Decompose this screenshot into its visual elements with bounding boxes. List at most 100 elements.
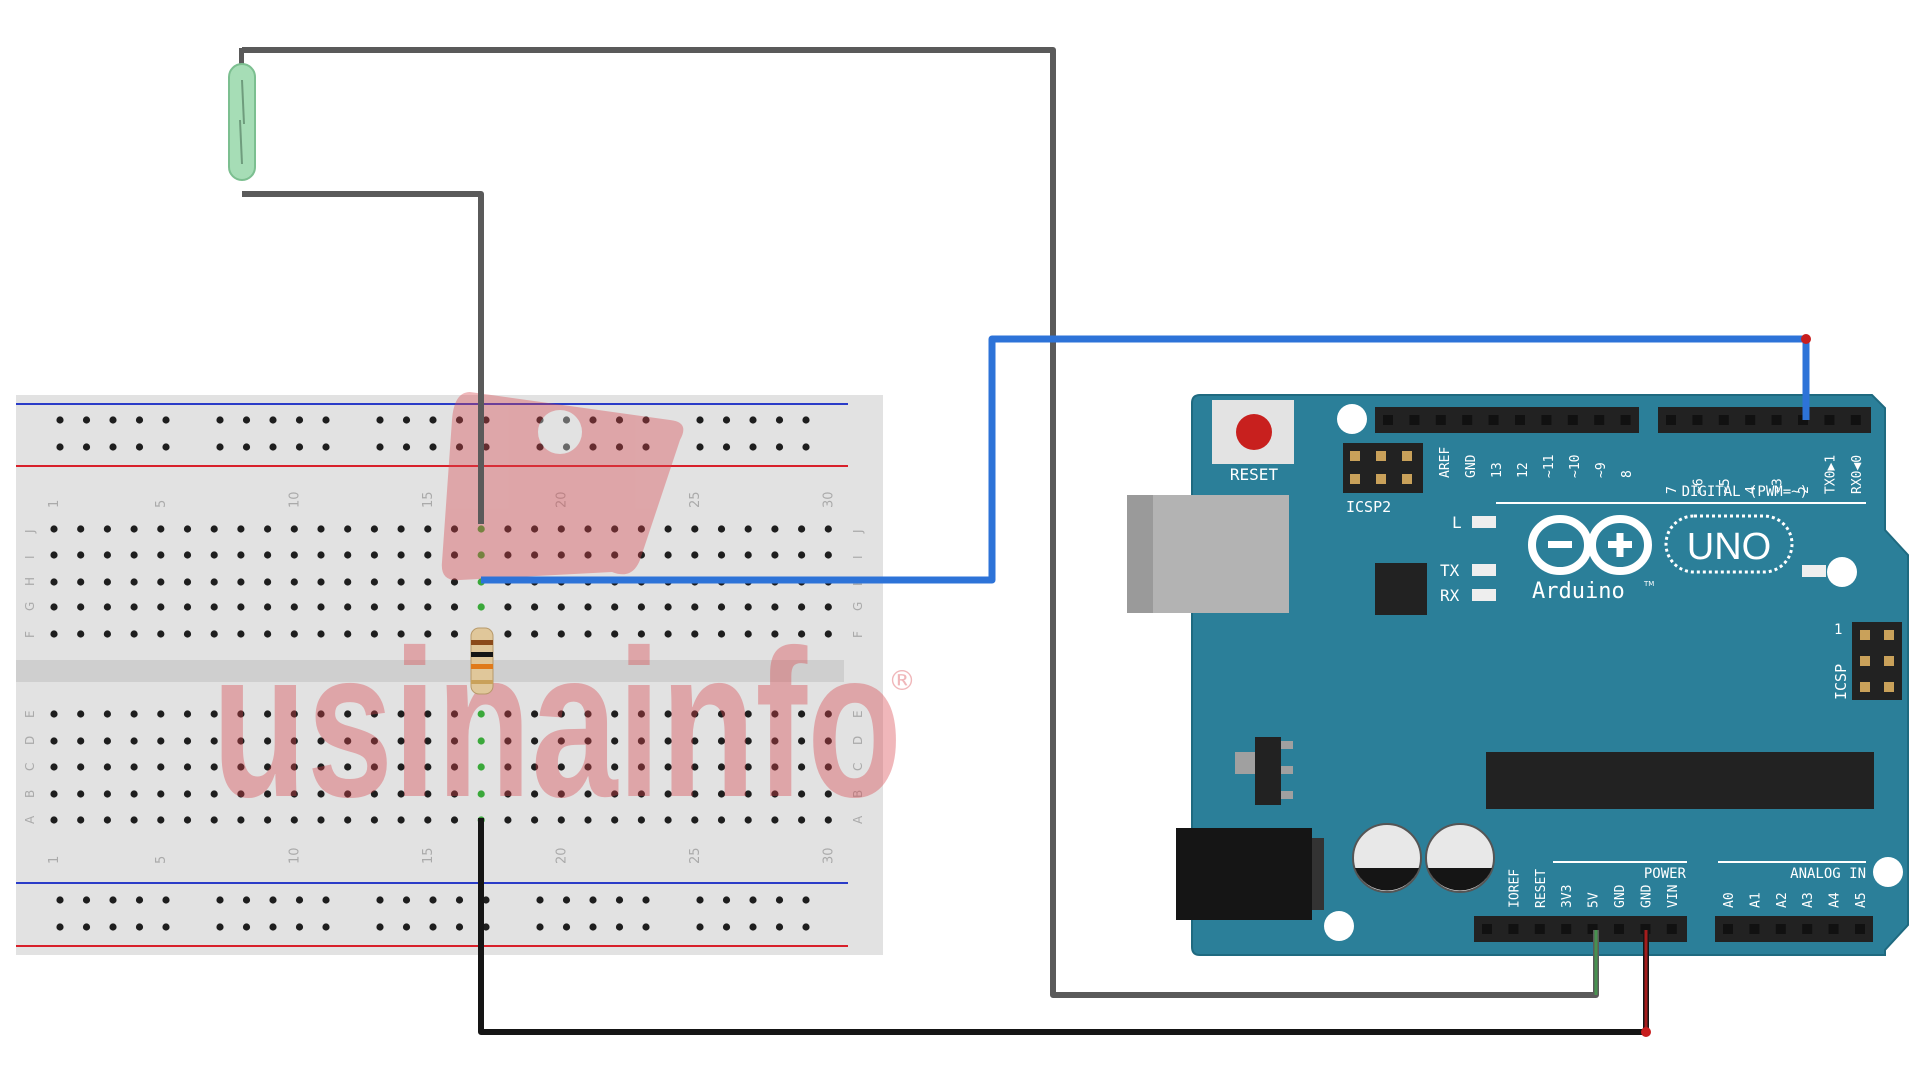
- led-tx: [1472, 564, 1496, 576]
- row-letter-left: I: [23, 555, 37, 559]
- rail-hole: [295, 896, 304, 904]
- led-l-label: L: [1452, 513, 1462, 532]
- header-pin[interactable]: [1515, 415, 1525, 425]
- breadboard-hole: [210, 816, 218, 824]
- breadboard-hole: [691, 816, 699, 824]
- breadboard-hole: [264, 737, 272, 745]
- rail-hole: [455, 923, 464, 931]
- breadboard-hole: [183, 790, 192, 798]
- header-pin[interactable]: [1723, 924, 1733, 934]
- header-pin[interactable]: [1620, 415, 1631, 425]
- breadboard-hole: [344, 816, 352, 824]
- reset-button[interactable]: [1236, 414, 1272, 450]
- header-pin[interactable]: [1409, 415, 1420, 425]
- icsp-label: ICSP: [1832, 664, 1850, 700]
- rail-hole: [109, 896, 117, 904]
- breadboard-hole: [771, 525, 779, 533]
- analog-pin-label: A3: [1801, 892, 1816, 908]
- usb-chip: [1375, 563, 1427, 615]
- header-pin[interactable]: [1534, 924, 1545, 934]
- reed-switch-contact-lower: [239, 119, 243, 165]
- arduino-pcb: [1191, 394, 1909, 956]
- header-pin[interactable]: [1561, 924, 1572, 934]
- breadboard-hole: [611, 710, 619, 718]
- header-pin[interactable]: [1771, 415, 1782, 425]
- usb-connector: [1127, 495, 1289, 613]
- breadboard-hole: [264, 790, 272, 798]
- breadboard-hole: [370, 551, 378, 559]
- header-pin[interactable]: [1824, 415, 1835, 425]
- breadboard-hole: [157, 551, 165, 559]
- breadboard-hole: [290, 551, 298, 559]
- header-pin[interactable]: [1718, 415, 1729, 425]
- header-pin[interactable]: [1749, 924, 1760, 934]
- header-pin[interactable]: [1435, 415, 1446, 425]
- breadboard-hole: [691, 551, 699, 559]
- header-pin[interactable]: [1828, 924, 1839, 934]
- header-pin[interactable]: [1745, 415, 1756, 425]
- breadboard-hole: [771, 603, 779, 611]
- breadboard-hole: [397, 763, 405, 771]
- row-letter-left: F: [23, 631, 37, 638]
- rail-hole: [376, 896, 384, 904]
- led-rx: [1472, 589, 1496, 601]
- breadboard-hole: [210, 790, 218, 798]
- breadboard-hole: [504, 763, 512, 771]
- breadboard-hole: [290, 525, 298, 533]
- header-pin[interactable]: [1692, 415, 1703, 425]
- header-pin[interactable]: [1541, 415, 1552, 425]
- row-letter-left: H: [23, 577, 37, 586]
- header-pin[interactable]: [1850, 415, 1861, 425]
- header-pin[interactable]: [1594, 415, 1605, 425]
- breadboard-hole: [157, 790, 165, 798]
- breadboard-hole: [824, 763, 832, 771]
- rail-hole: [135, 443, 144, 451]
- breadboard-hole: [584, 763, 592, 771]
- header-pin[interactable]: [1488, 415, 1499, 425]
- breadboard-hole: [531, 816, 539, 824]
- breadboard-hole: [691, 737, 699, 745]
- breadboard-hole: [130, 551, 138, 559]
- digital-pin-label: ~11: [1542, 455, 1557, 478]
- breadboard-hole: [237, 710, 245, 718]
- header-pin[interactable]: [1666, 924, 1677, 934]
- breadboard-labels: 151015202530151015202530JJIIHHGGFFEEDDCC…: [23, 491, 865, 864]
- rail-hole: [135, 923, 144, 931]
- breadboard-hole: [317, 710, 325, 718]
- breadboard-hole: [210, 710, 218, 718]
- power-header: [1474, 916, 1687, 942]
- breadboard-hole: [450, 816, 459, 824]
- breadboard-hole: [290, 630, 298, 638]
- breadboard-hole: [664, 630, 672, 638]
- header-pin[interactable]: [1614, 924, 1624, 934]
- header-pin[interactable]: [1802, 924, 1813, 934]
- breadboard-hole: [157, 525, 165, 533]
- usb-connector-shade: [1127, 495, 1153, 613]
- breadboard-hole: [424, 603, 432, 611]
- breadboard-hole: [130, 603, 138, 611]
- breadboard-hole: [370, 578, 378, 586]
- header-pin[interactable]: [1462, 415, 1473, 425]
- breadboard-hole: [531, 737, 539, 745]
- rail-hole: [722, 923, 731, 931]
- header-pin[interactable]: [1666, 415, 1676, 425]
- rail-hole: [376, 416, 384, 424]
- breadboard-hole: [611, 790, 619, 798]
- arduino-tm: TM: [1643, 580, 1654, 588]
- header-pin[interactable]: [1383, 415, 1393, 425]
- header-pin[interactable]: [1508, 924, 1519, 934]
- breadboard-hole: [504, 710, 512, 718]
- header-pin[interactable]: [1855, 924, 1865, 934]
- breadboard-hole: [664, 710, 672, 718]
- header-pin[interactable]: [1640, 924, 1651, 934]
- led-rx-label: RX: [1440, 586, 1460, 605]
- column-number-bottom: 10: [287, 847, 302, 864]
- header-pin[interactable]: [1482, 924, 1492, 934]
- header-pin[interactable]: [1567, 415, 1578, 425]
- digital-pin-label: ~10: [1568, 455, 1583, 478]
- header-pin[interactable]: [1587, 924, 1598, 934]
- breadboard-hole: [611, 551, 619, 559]
- rail-hole: [295, 416, 304, 424]
- header-pin[interactable]: [1775, 924, 1786, 934]
